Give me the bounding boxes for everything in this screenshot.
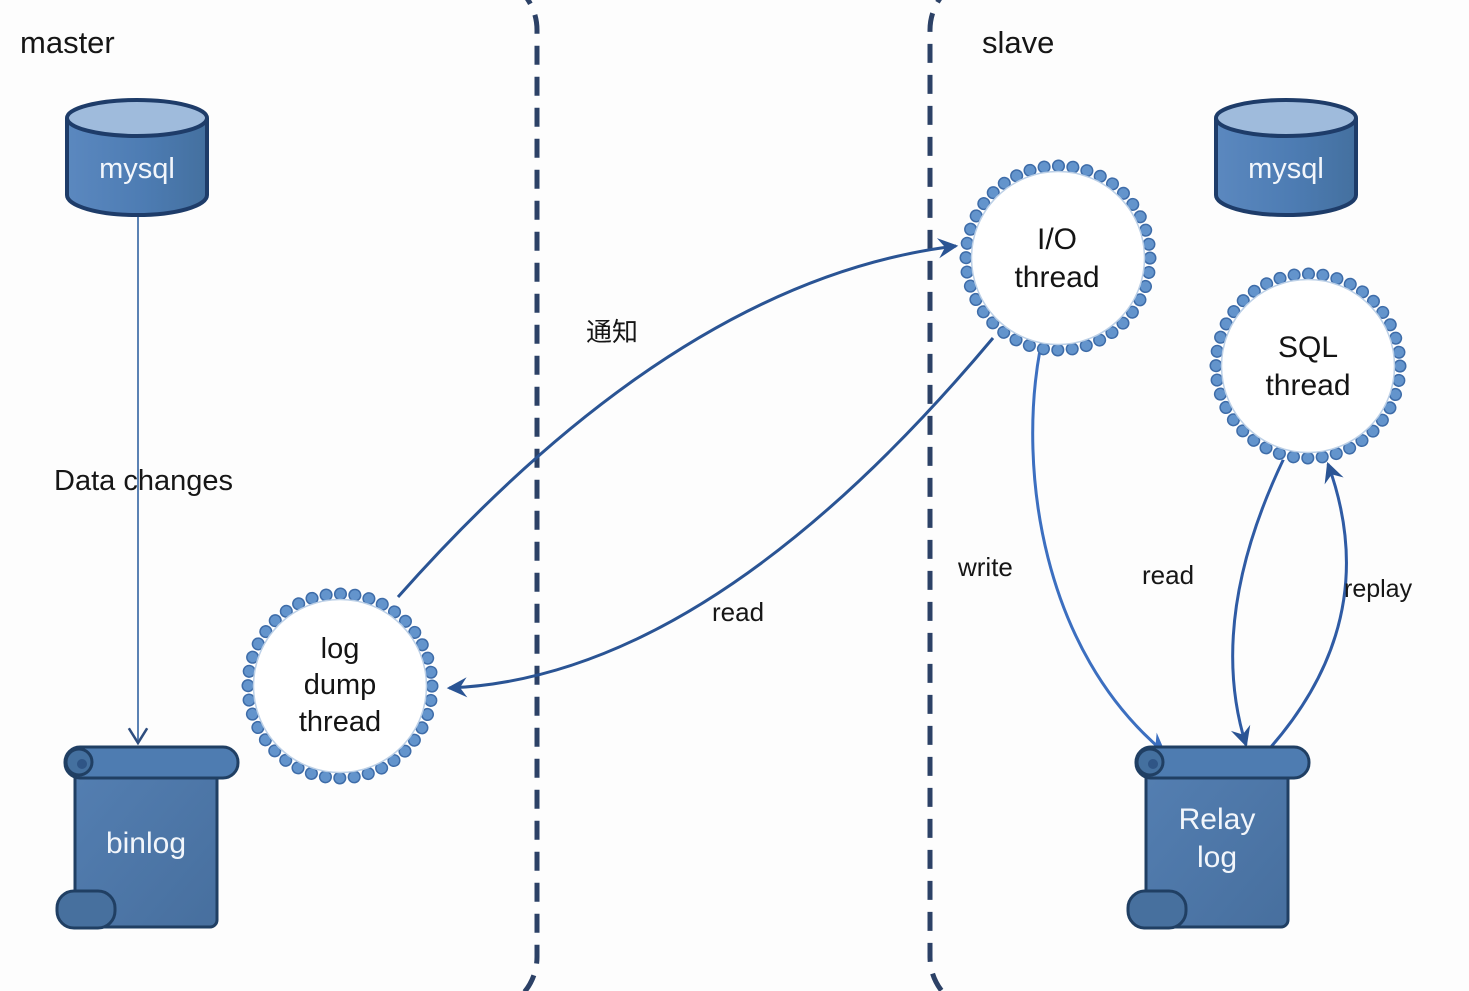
replay-edge-label: replay [1344,575,1413,603]
master-mysql-label: mysql [99,153,175,185]
master-region-border [521,0,540,991]
write-relay-arrow [1031,349,1166,754]
read-binlog-edge-label: read [712,597,765,627]
write-relay-edge-label: write [958,552,1013,582]
sql-thread-label: SQL thread [1265,331,1351,402]
binlog-label: binlog [105,827,187,860]
slave-region-border [927,0,946,991]
slave-region-label: slave [982,25,1055,60]
read-relay-edge-label: read [1142,560,1195,590]
relay-log-label: Relay log [1178,803,1256,874]
replay-arrow [1268,461,1348,749]
slave-mysql-label: mysql [1248,153,1324,185]
io-thread-label: I/O thread [1014,223,1100,294]
notify-edge-label: 通知 [586,317,639,347]
notify-arrow [396,238,959,598]
read-binlog-arrow [446,337,995,698]
log-dump-thread-label: log dump thread [298,633,382,738]
read-relay-arrow [1230,453,1288,748]
data-changes-edge-label: Data changes [54,465,233,497]
master-region-label: master [20,25,115,60]
